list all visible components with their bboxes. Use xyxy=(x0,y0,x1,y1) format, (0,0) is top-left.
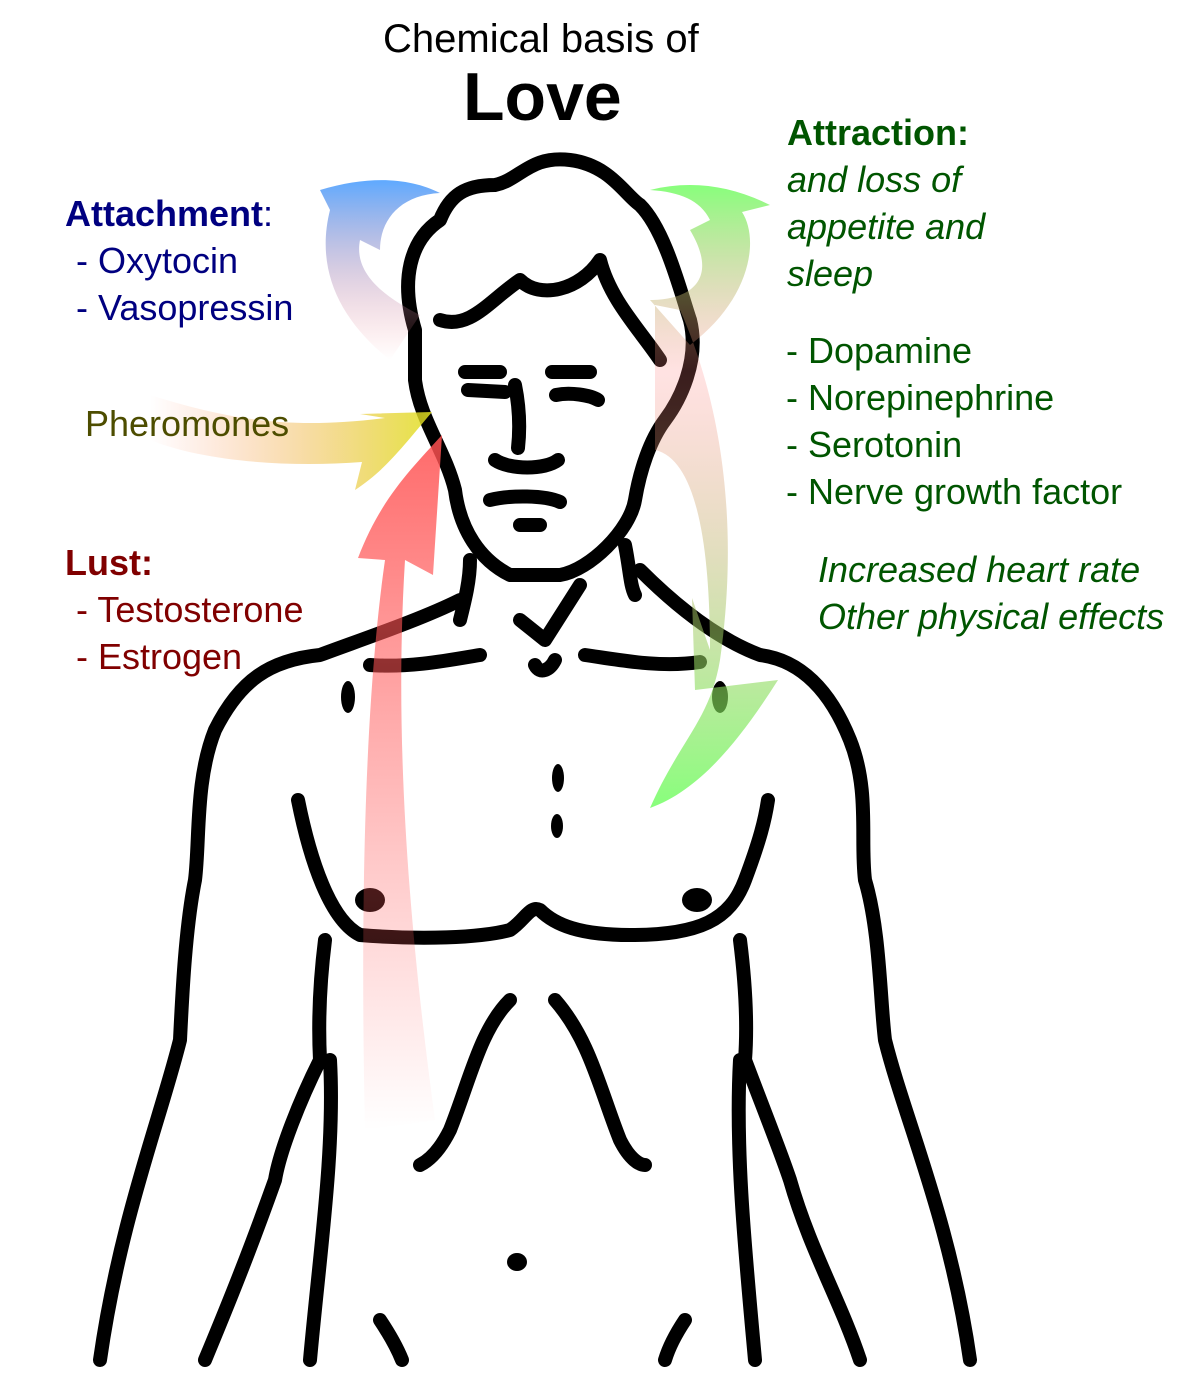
attraction-subtitle: and loss of xyxy=(787,159,962,200)
attraction-item: - Nerve growth factor xyxy=(786,471,1123,512)
lust-item: - Testosterone xyxy=(76,589,304,630)
attachment-colon: : xyxy=(263,193,274,234)
attraction-item: - Norepinephrine xyxy=(786,377,1055,418)
attachment-heading: Attachment: xyxy=(65,190,273,237)
pheromones-label: Pheromones xyxy=(85,403,290,444)
attraction-heading: Attraction: xyxy=(787,112,969,153)
attachment-item: - Oxytocin xyxy=(76,240,239,281)
attraction-effect: Other physical effects xyxy=(818,596,1165,637)
body-outline xyxy=(93,152,977,1367)
pheromones-arrow xyxy=(150,395,432,490)
attraction-subtitle: sleep xyxy=(787,253,874,294)
attraction-item: - Serotonin xyxy=(786,424,963,465)
lust-arrow xyxy=(358,435,442,1130)
page-title: Love xyxy=(463,59,622,135)
attachment-arrow xyxy=(320,180,440,360)
attraction-item: - Dopamine xyxy=(786,330,973,371)
attraction-subtitle: appetite and xyxy=(787,206,986,247)
attraction-arrow xyxy=(650,185,778,808)
lust-heading: Lust: xyxy=(65,542,153,583)
attachment-item: - Vasopressin xyxy=(76,287,294,328)
lust-item: - Estrogen xyxy=(76,636,243,677)
attraction-effect: Increased heart rate xyxy=(818,549,1141,590)
attachment-label: Attachment xyxy=(65,193,264,234)
title-line1: Chemical basis of xyxy=(383,17,699,61)
